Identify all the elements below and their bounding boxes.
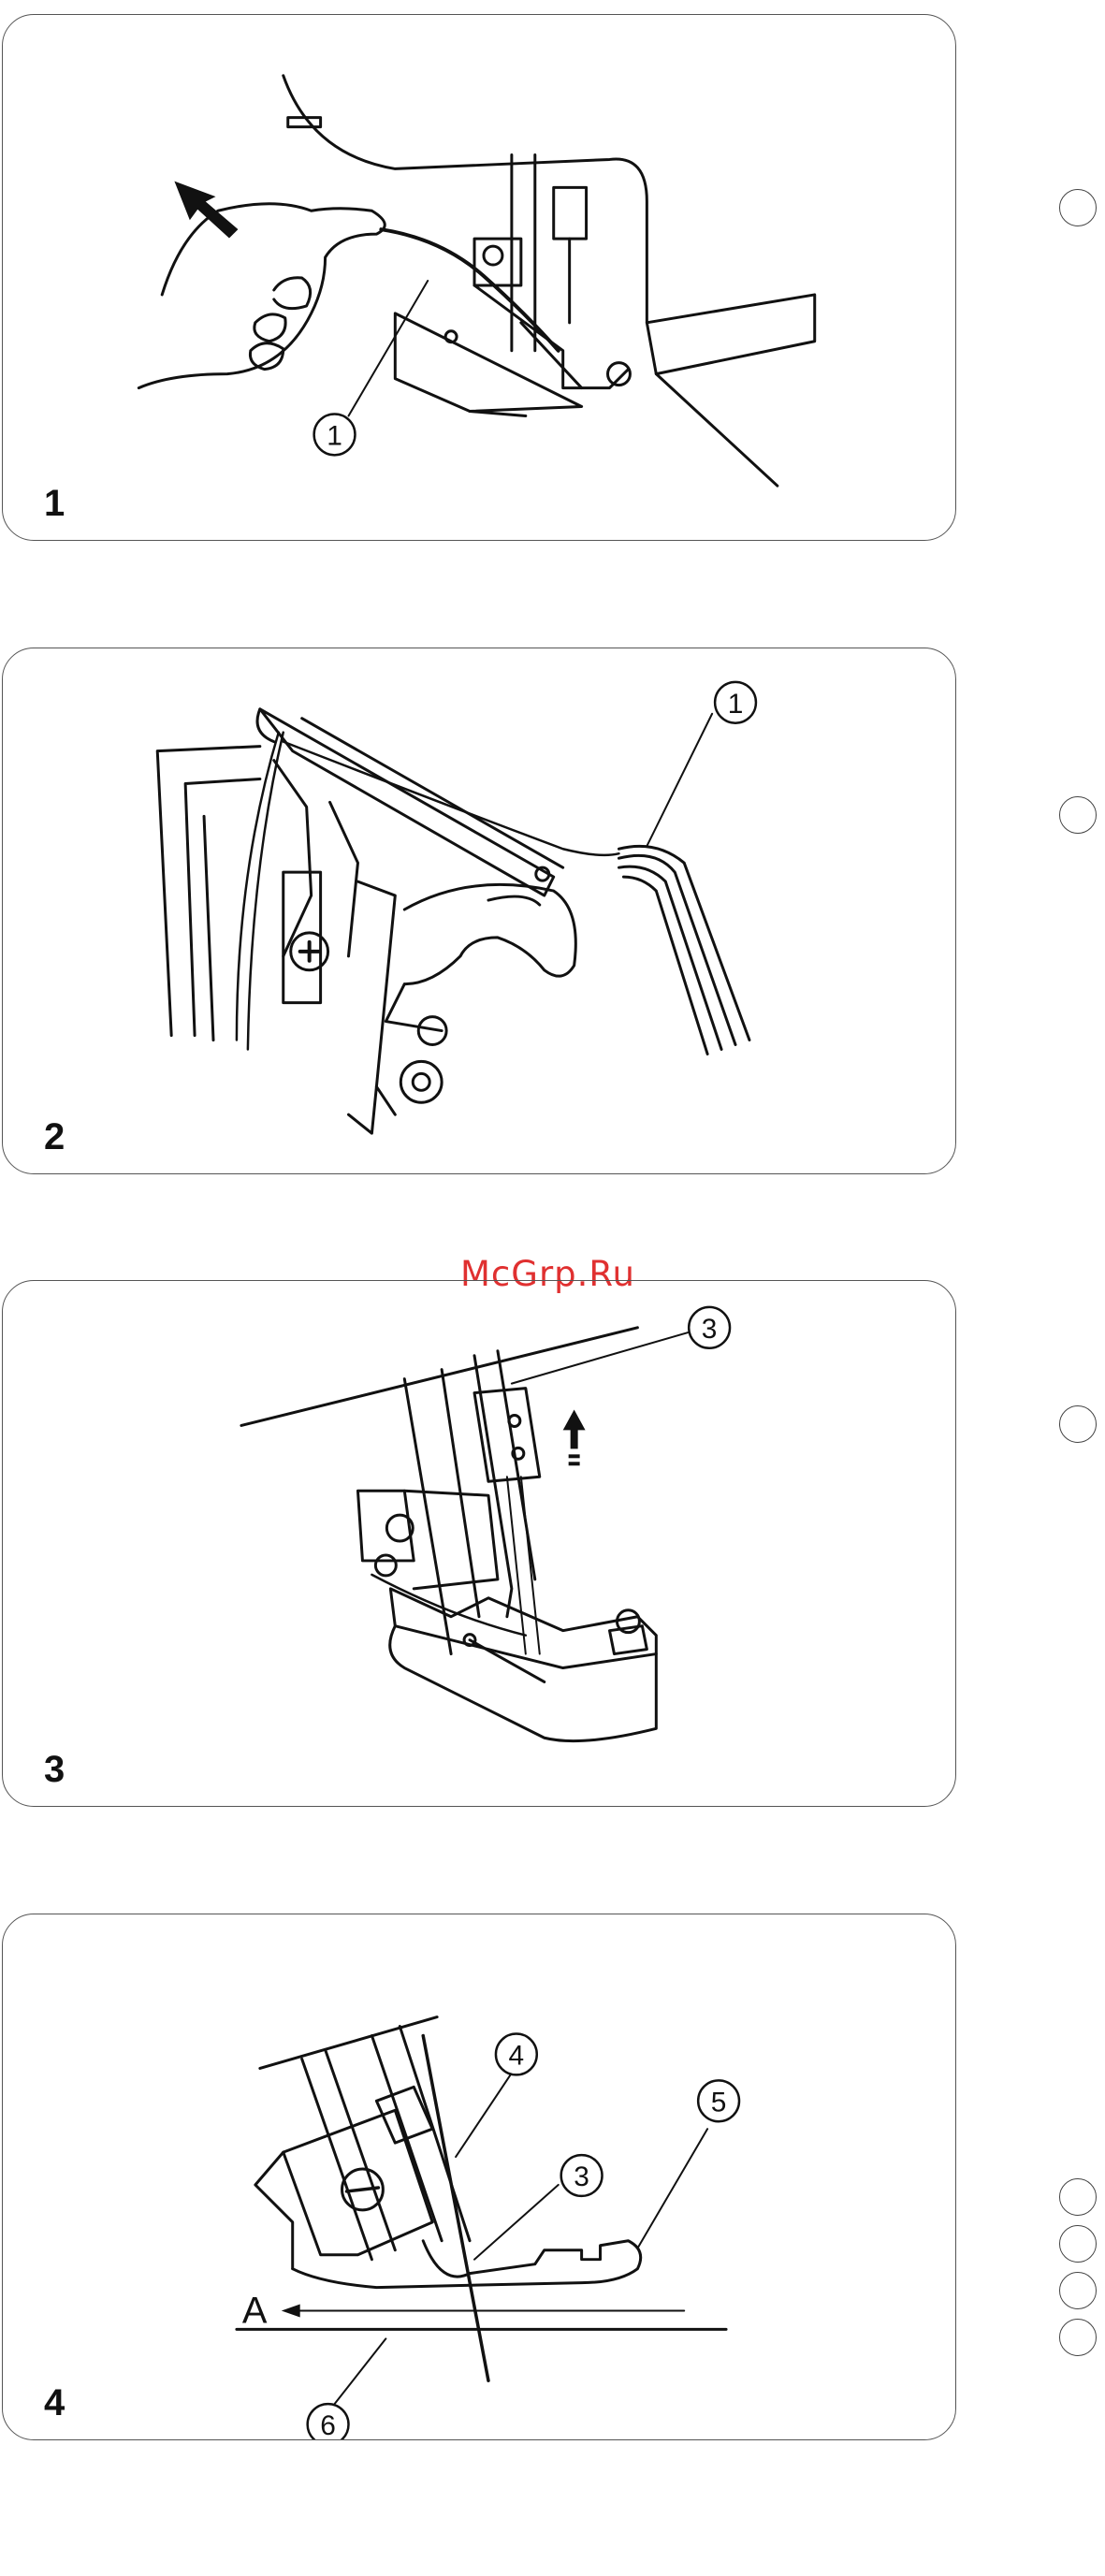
step-4-panel: A 4 5 3 6 4: [2, 1914, 956, 2440]
bullet-circle: [1059, 2319, 1097, 2356]
callout-label: 1: [728, 689, 744, 720]
step-number: 4: [44, 2382, 65, 2424]
callout-label: 3: [702, 1314, 718, 1345]
bullet-circle: [1059, 189, 1097, 226]
step-number: 2: [44, 1116, 65, 1158]
step-number: 3: [44, 1749, 65, 1791]
callout-label: 4: [509, 2040, 525, 2071]
callout-label: 6: [320, 2410, 336, 2439]
callout-label: 3: [574, 2161, 589, 2192]
step-2-illustration: 1: [3, 648, 955, 1173]
step-2-panel: 1 2: [2, 648, 956, 1174]
step-3-panel: 3 3: [2, 1280, 956, 1807]
step-1-panel: 1 1: [2, 14, 956, 541]
step-number: 1: [44, 483, 65, 525]
bullet-circle: [1059, 2225, 1097, 2263]
callout-label: 5: [711, 2087, 727, 2118]
bullet-circle: [1059, 796, 1097, 834]
step-4-illustration: A 4 5 3 6: [3, 1914, 955, 2439]
bullet-circle: [1059, 2272, 1097, 2309]
bullet-circle: [1059, 2178, 1097, 2216]
step-1-illustration: 1: [3, 15, 955, 540]
callout-label: 1: [327, 420, 342, 451]
bullet-circle: [1059, 1405, 1097, 1443]
arrow-label: A: [242, 2290, 268, 2331]
step-3-illustration: 3: [3, 1281, 955, 1806]
